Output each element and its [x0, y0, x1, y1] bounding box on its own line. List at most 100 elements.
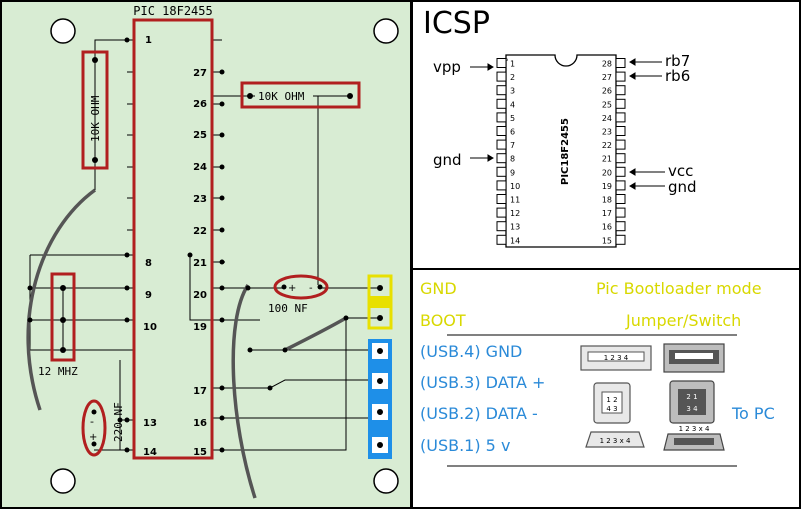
pin-label: 10 [143, 322, 157, 333]
mounting-holes [50, 18, 399, 494]
capacitor-plus: + [89, 432, 97, 443]
pin-label: 1 [145, 35, 152, 46]
usb-b-plug-icon: 2 1 3 4 [669, 380, 715, 424]
wire-arcs [26, 188, 347, 499]
capacitor-minus: - [90, 415, 94, 428]
icsp-pin-right [615, 221, 626, 232]
crystal-pad [60, 347, 66, 353]
capacitor-pad [91, 441, 97, 447]
usb-header [368, 339, 392, 459]
legend-usb4: (USB.4) GND [420, 342, 522, 361]
capacitor-minus: - [309, 283, 313, 294]
capacitor-pad [281, 284, 287, 290]
usb-mini-b-pins: 1 2 3 x 4 [679, 425, 710, 433]
icsp-pin-right [615, 166, 626, 177]
icsp-pin-number: 22 [602, 141, 612, 150]
icsp-pin-right [615, 98, 626, 109]
pin-pads [27, 37, 349, 453]
legend-to-pc: To PC [731, 404, 775, 423]
wire-arc [231, 284, 257, 499]
pin-label: 25 [193, 130, 207, 141]
icsp-label-gnd-right: gnd [668, 178, 697, 196]
mounting-hole [373, 18, 399, 44]
chip-title: PIC 18F2455 [133, 4, 212, 18]
icsp-pin-number: 15 [602, 236, 612, 245]
trace [189, 255, 212, 321]
pin-label: 22 [193, 226, 207, 237]
icsp-pin-number: 27 [602, 73, 612, 82]
icsp-pin-number: 2 [510, 73, 515, 82]
icsp-pin-number: 11 [510, 196, 520, 205]
pin-label: 20 [193, 290, 207, 301]
icsp-pin-number: 12 [510, 209, 520, 218]
icsp-pin-number: 18 [602, 196, 612, 205]
capacitor-100nf-label: 100 NF [268, 302, 308, 315]
icsp-pin-right [615, 153, 626, 164]
icsp-label-gnd-left: gnd [433, 151, 462, 169]
trace [212, 379, 380, 389]
usb-b-pins-bottom: 3 4 [686, 405, 698, 413]
usb-b-pins-top: 2 1 [686, 393, 697, 401]
icsp-pin-left [496, 180, 507, 191]
capacitor-220nf-label: 220 NF [112, 402, 125, 442]
capacitor-100nf [273, 274, 329, 300]
icsp-pin-number: 24 [602, 114, 612, 123]
pin-label: 21 [193, 258, 207, 269]
icsp-label-rb6: rb6 [665, 67, 690, 85]
resistor-horizontal [240, 81, 361, 109]
pin-label: 23 [193, 194, 207, 205]
legend-usb3: (USB.3) DATA + [420, 373, 545, 392]
icsp-pin-left [496, 58, 507, 68]
capacitor-pad [91, 409, 97, 415]
icsp-pin-left [496, 166, 507, 177]
resistor-label-bg [255, 89, 313, 102]
icsp-pin-number: 16 [602, 223, 612, 232]
resistor-vertical-label: 10K OHM [89, 95, 102, 142]
icsp-pin-left [496, 126, 507, 136]
usb-a-receptacle-icon: 1 2 3 4 [580, 345, 652, 371]
chip-right-pin-labels: 27 26 25 24 23 22 21 20 19 17 16 15 [193, 68, 207, 458]
legend-gnd: GND [420, 279, 457, 298]
icsp-pin-number: 5 [510, 114, 515, 123]
usb-mini-a-pins: 1 2 3 x 4 [600, 437, 631, 445]
icsp-labels: vpp gnd rb7 rb6 vcc gnd [433, 52, 697, 196]
icsp-chip-name: PIC18F2455 [560, 118, 571, 185]
pin-label: 19 [193, 322, 207, 333]
icsp-pin-left [496, 221, 507, 232]
icsp-chip-body [505, 54, 617, 248]
usb-a-plug-icon [663, 343, 725, 373]
icsp-pin-left [496, 71, 507, 82]
icsp-pin-left [496, 207, 507, 218]
icsp-label-vpp: vpp [433, 58, 461, 76]
icsp-pin-number: 17 [602, 209, 612, 218]
legend-usb2: (USB.2) DATA - [420, 404, 538, 423]
pin-label: 13 [143, 418, 157, 429]
resistor-horizontal-label: 10K OHM [258, 90, 305, 103]
icsp-pin-right [615, 180, 626, 191]
usb-mini-plug-icon: 1 2 3 x 4 [663, 425, 725, 451]
wire-arc [284, 316, 347, 352]
icsp-pin-number: 7 [510, 141, 515, 150]
svg-text:4 3: 4 3 [606, 405, 617, 413]
pin-label: 14 [143, 447, 157, 458]
icsp-pin-number: 1 [510, 60, 515, 69]
pin-label: 8 [145, 258, 152, 269]
icsp-pin-right [615, 139, 626, 150]
usb-a-pins: 1 2 3 4 [604, 354, 629, 362]
pin-label: 9 [145, 290, 152, 301]
crystal-outline [50, 272, 76, 362]
icsp-pin-number: 6 [510, 128, 515, 137]
icsp-pin-left [496, 194, 507, 204]
icsp-pin-number: 20 [602, 168, 612, 177]
icsp-pin-number: 19 [602, 182, 612, 191]
crystal-pad [60, 285, 66, 291]
capacitor-220nf [81, 399, 107, 457]
legend-blue-text: (USB.4) GND (USB.3) DATA + (USB.2) DATA … [420, 342, 775, 455]
icsp-pin-left [496, 139, 507, 150]
svg-text:1 2: 1 2 [606, 396, 617, 404]
legend-mode-line2: Jumper/Switch [625, 311, 741, 330]
legend-yellow-text: GND BOOT Pic Bootloader mode Jumper/Swit… [420, 279, 762, 330]
capacitor-plus: + [288, 283, 296, 294]
